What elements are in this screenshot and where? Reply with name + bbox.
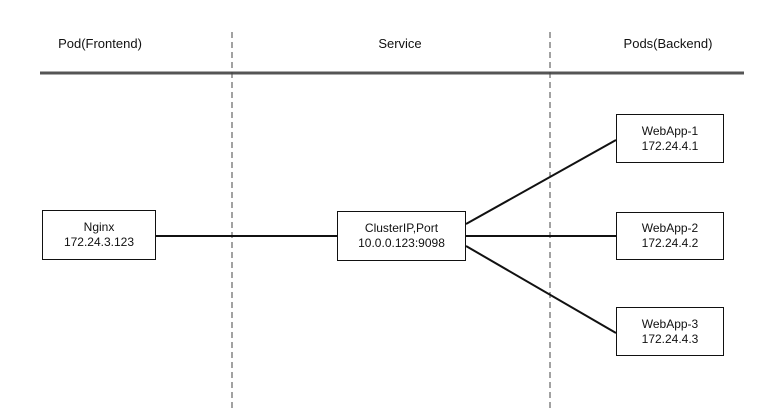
node-service-ip: 10.0.0.123:9098 bbox=[358, 236, 445, 250]
node-webapp-1-ip: 172.24.4.1 bbox=[641, 138, 699, 153]
node-nginx-ip: 172.24.3.123 bbox=[63, 235, 135, 249]
node-service: ClusterIP,Port 10.0.0.123:9098 bbox=[337, 211, 466, 261]
node-webapp-3-ip: 172.24.4.3 bbox=[641, 331, 699, 346]
connector-service-webapp1 bbox=[465, 139, 617, 225]
column-title-frontend: Pod(Frontend) bbox=[58, 36, 142, 51]
connector-service-webapp3 bbox=[465, 245, 617, 334]
node-webapp-2: WebApp-2 172.24.4.2 bbox=[616, 212, 724, 260]
column-title-service: Service bbox=[378, 36, 422, 51]
column-title-backend: Pods(Backend) bbox=[623, 36, 713, 51]
node-nginx-name: Nginx bbox=[83, 220, 115, 234]
node-webapp-3-name: WebApp-3 bbox=[641, 316, 699, 331]
node-webapp-2-ip: 172.24.4.2 bbox=[641, 236, 699, 250]
node-service-name: ClusterIP,Port bbox=[364, 221, 439, 235]
node-webapp-1: WebApp-1 172.24.4.1 bbox=[616, 114, 724, 163]
node-webapp-2-name: WebApp-2 bbox=[641, 221, 699, 235]
node-nginx: Nginx 172.24.3.123 bbox=[42, 210, 156, 260]
node-webapp-1-name: WebApp-1 bbox=[641, 123, 699, 138]
node-webapp-3: WebApp-3 172.24.4.3 bbox=[616, 307, 724, 356]
